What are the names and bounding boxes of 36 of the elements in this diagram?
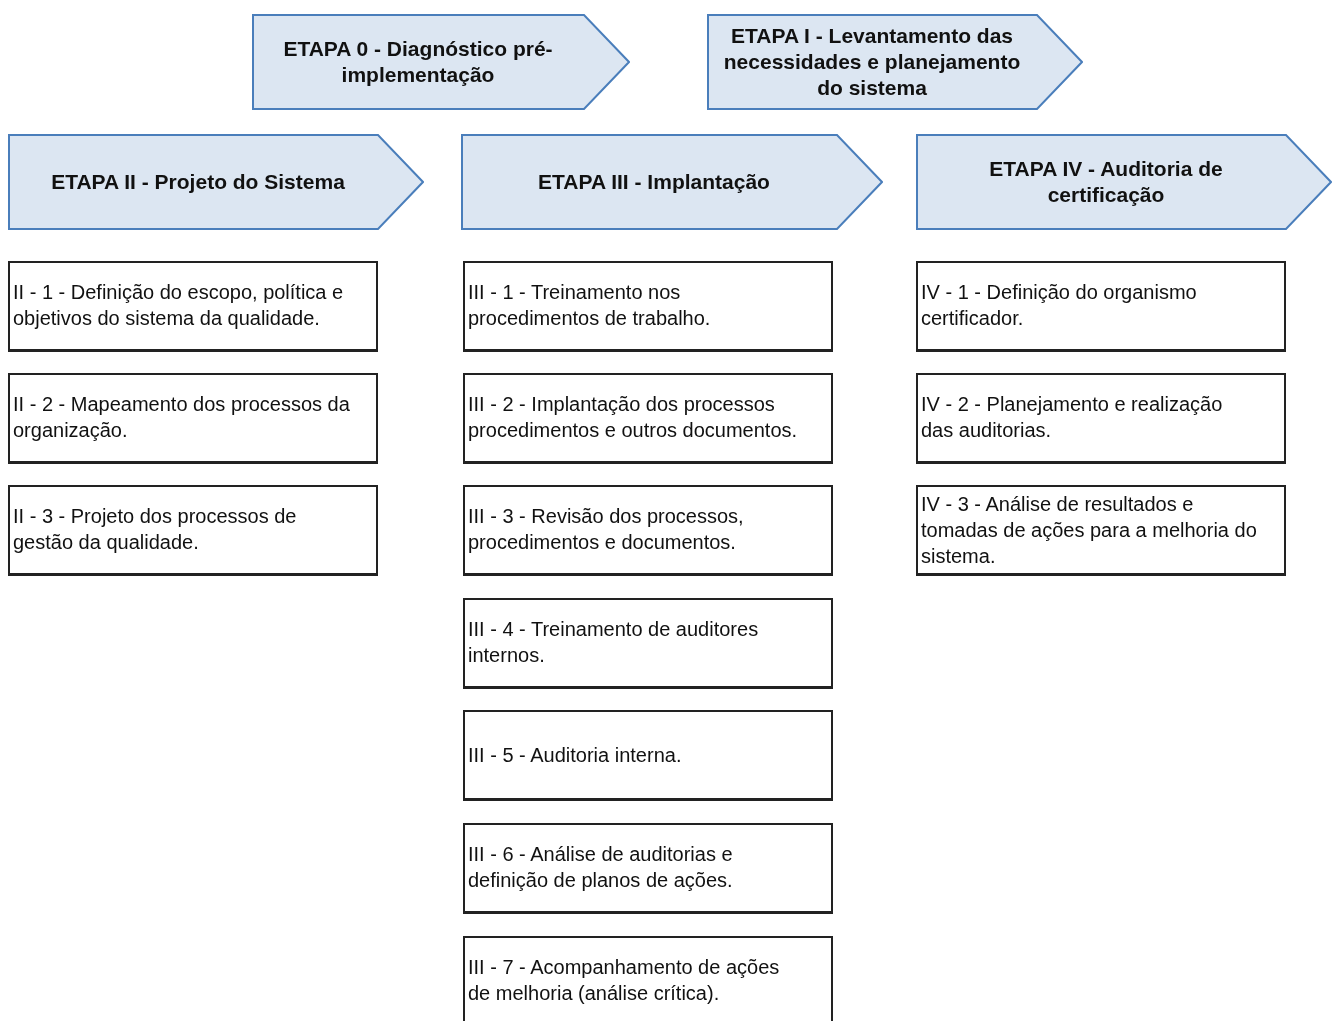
stage-banner — [461, 134, 883, 230]
task-text: III - 5 - Auditoria interna. — [468, 743, 683, 768]
task-text: III - 2 - Implantação dos processos procedimentos e outros documentos. — [468, 392, 799, 443]
stage-banner — [707, 14, 1083, 110]
task-box — [916, 373, 1286, 464]
task-box — [8, 373, 378, 464]
task-text: IV - 1 - Definição do organismo certificador. — [921, 280, 1198, 331]
task-box — [463, 598, 833, 689]
task-box — [916, 261, 1286, 352]
task-text: III - 3 - Revisão dos processos, procedimentos e documentos. — [468, 504, 745, 555]
task-box — [463, 485, 833, 576]
stage-title: ETAPA II - Projeto do Sistema — [50, 168, 346, 195]
task-text: III - 6 - Análise de auditorias e definição de planos de ações. — [468, 842, 734, 893]
task-text: III - 1 - Treinamento nos procedimentos de trabalho. — [468, 280, 712, 331]
task-text: II - 3 - Projeto dos processos de gestão da qualidade. — [13, 504, 298, 555]
task-text: IV - 3 - Análise de resultados e tomadas de ações para a melhoria do sistema. — [921, 492, 1258, 569]
stage-banner — [252, 14, 630, 110]
task-text: II - 1 - Definição do escopo, política e objetivos do sistema da qualidade. — [13, 280, 345, 331]
stage-title: ETAPA I - Levantamento das necessidades e planejamento do sistema — [722, 22, 1022, 102]
task-box — [463, 373, 833, 464]
task-text: III - 7 - Acompanhamento de ações de melhoria (análise crítica). — [468, 955, 781, 1006]
stage-banner — [916, 134, 1332, 230]
task-text: IV - 2 - Planejamento e realização das auditorias. — [921, 392, 1224, 443]
task-box — [463, 261, 833, 352]
stage-title: ETAPA III - Implantação — [537, 168, 771, 195]
task-box — [8, 485, 378, 576]
stage-banner — [8, 134, 424, 230]
stage-title: ETAPA IV - Auditoria de certificação — [988, 155, 1224, 208]
task-text: II - 2 - Mapeamento dos processos da organização. — [13, 392, 351, 443]
task-box — [8, 261, 378, 352]
task-text: III - 4 - Treinamento de auditores internos. — [468, 617, 760, 668]
task-box — [463, 823, 833, 914]
task-box — [916, 485, 1286, 576]
task-box — [463, 936, 833, 1021]
stage-title: ETAPA 0 - Diagnóstico pré-implementação — [282, 35, 554, 88]
task-box — [463, 710, 833, 801]
